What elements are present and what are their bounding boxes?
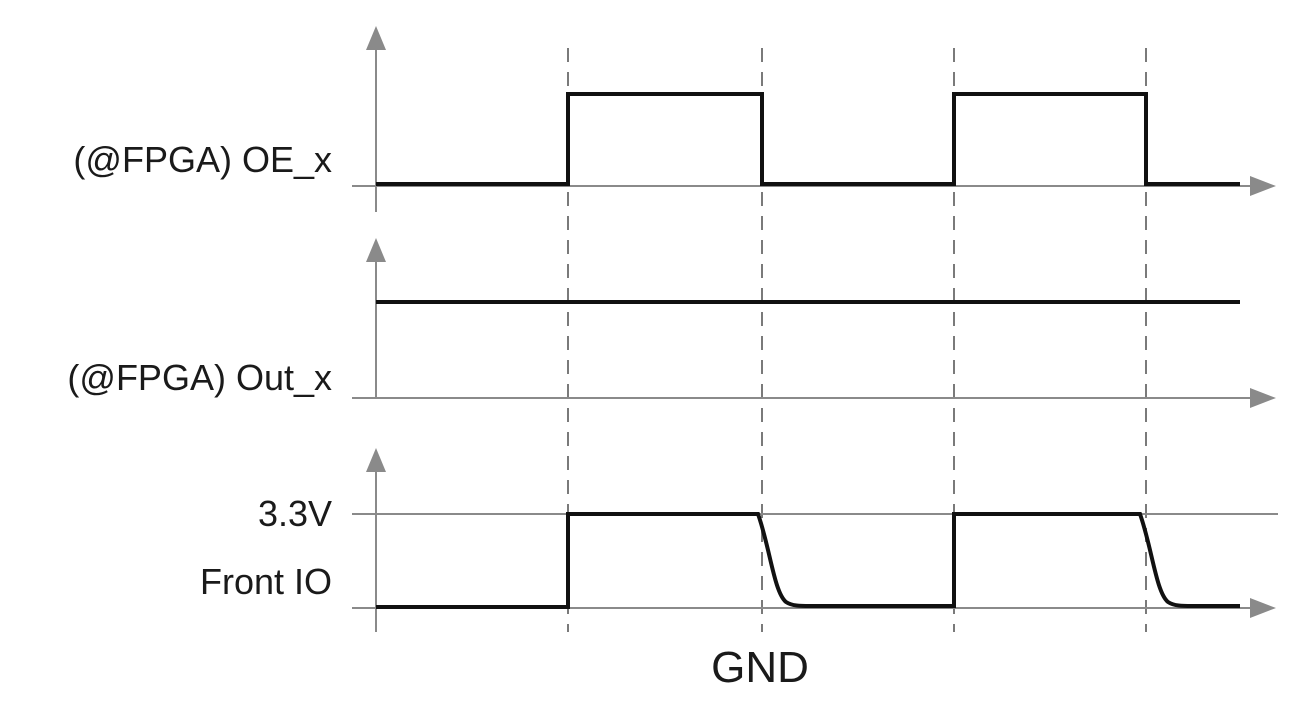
track-out: (@FPGA) Out_x (67, 238, 1276, 408)
out-y-arrow-icon (366, 238, 386, 262)
out-signal-label: (@FPGA) Out_x (67, 357, 332, 398)
oe-y-arrow-icon (366, 26, 386, 50)
oe-signal-label: (@FPGA) OE_x (73, 139, 332, 180)
time-markers (567, 48, 1147, 632)
front-signal-label: Front IO (200, 561, 332, 602)
oe-x-arrow-icon (1250, 176, 1276, 196)
front-waveform (376, 512, 1240, 609)
gnd-label: GND (711, 643, 809, 692)
front-high-level-label: 3.3V (258, 493, 332, 534)
track-front-io: 3.3V Front IO (200, 448, 1278, 632)
out-x-arrow-icon (1250, 388, 1276, 408)
front-y-arrow-icon (366, 448, 386, 472)
front-x-arrow-icon (1250, 598, 1276, 618)
track-oe: (@FPGA) OE_x (73, 26, 1276, 212)
oe-waveform (376, 92, 1240, 186)
